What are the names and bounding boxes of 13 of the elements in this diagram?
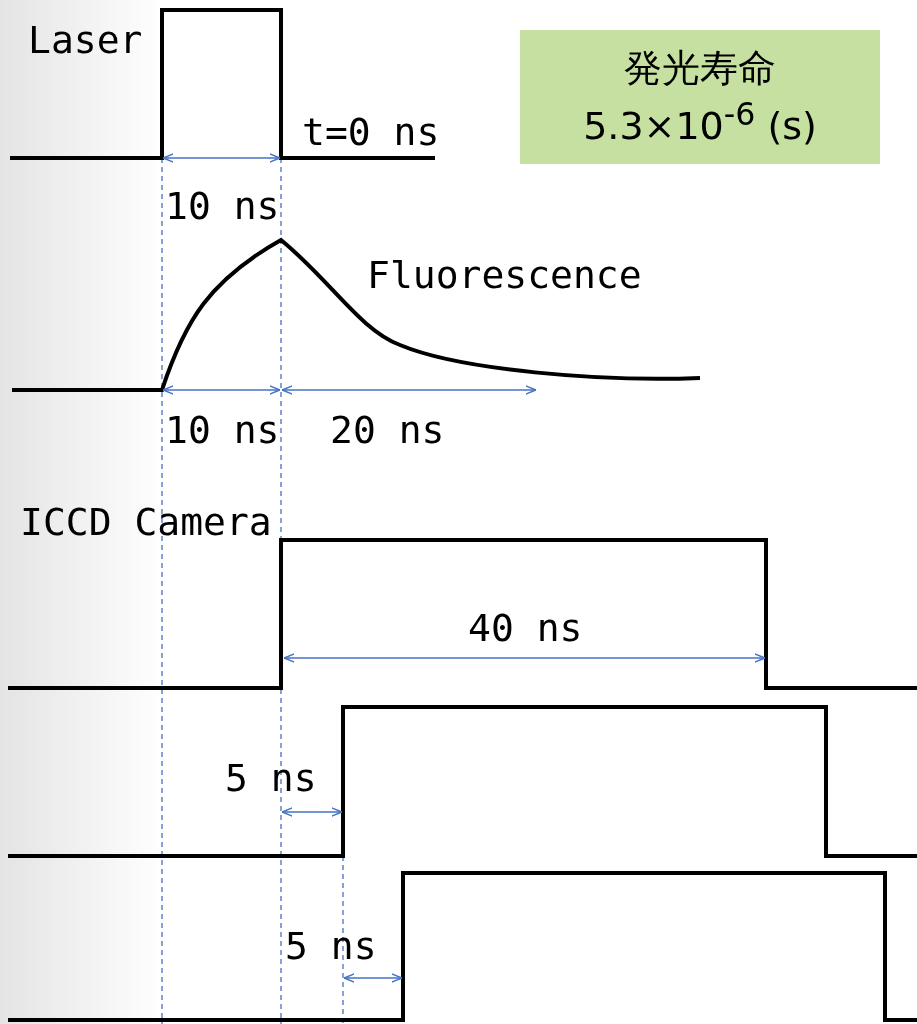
signal-label: ICCD Camera: [20, 500, 272, 544]
dimension-label: 5 ns: [225, 756, 317, 800]
dimension-label: 40 ns: [468, 606, 583, 650]
dimension-label: 5 ns: [285, 924, 377, 968]
result-panel: [520, 30, 880, 164]
panel-value: 5.3×10$^{-6}$ (s): [583, 95, 817, 149]
dimension-label: 20 ns: [330, 408, 445, 452]
signal-label: Laser: [28, 18, 143, 62]
time-label: t=0 ns: [302, 110, 440, 154]
panel-heading: 発光寿命: [624, 45, 776, 92]
dimension-label: 10 ns: [165, 408, 280, 452]
signal-label: Fluorescence: [367, 253, 642, 297]
dimension-label: 10 ns: [165, 184, 280, 228]
